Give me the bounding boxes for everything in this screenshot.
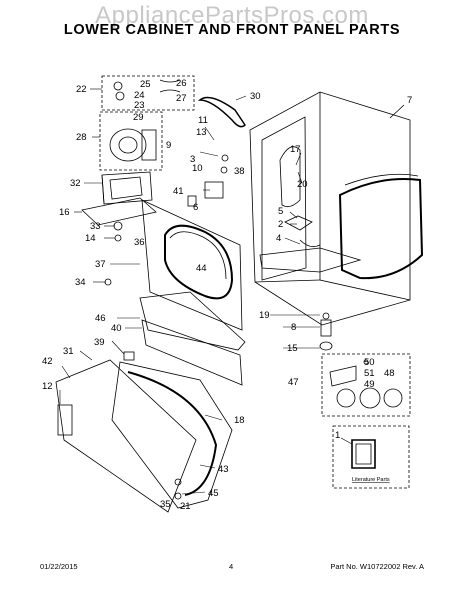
callout-32: 32 <box>70 178 81 189</box>
callout-13: 13 <box>196 127 207 138</box>
toe-kick <box>139 291 246 386</box>
callout-21: 21 <box>180 501 191 512</box>
callout-6: 6 <box>193 202 198 213</box>
callout-24: 24 <box>134 90 145 101</box>
belt <box>197 96 246 128</box>
parts-group-22 <box>101 75 195 111</box>
callout-11: 11 <box>198 115 208 126</box>
callout-45: 45 <box>208 488 219 499</box>
callout-10: 10 <box>192 163 203 174</box>
callout-14: 14 <box>85 233 96 244</box>
callout-29: 29 <box>133 112 144 123</box>
callout-31: 31 <box>63 346 74 357</box>
footer-part-number: Part No. W10722002 Rev. A <box>330 562 424 571</box>
callout-33: 33 <box>90 221 101 232</box>
callout-41: 41 <box>173 186 184 197</box>
callout-1: 1 <box>335 430 340 441</box>
callout-28: 28 <box>76 132 87 143</box>
callout-47: 47 <box>288 377 299 388</box>
callout-51: 51 <box>364 368 375 379</box>
motor-bracket <box>101 171 153 205</box>
callout-44: 44 <box>196 263 207 274</box>
callout-39: 39 <box>94 337 105 348</box>
literature-label: Literature Parts <box>352 477 390 483</box>
callout-25: 25 <box>140 79 151 90</box>
callout-19: 19 <box>259 310 270 321</box>
callout-35: 35 <box>160 499 171 510</box>
callout-17: 17 <box>290 144 301 155</box>
callout-46: 46 <box>95 313 106 324</box>
callout-27: 27 <box>176 93 187 104</box>
callout-49: 49 <box>364 379 375 390</box>
motor-assembly <box>99 111 163 171</box>
callout-50: 50 <box>364 357 375 368</box>
front-panel-frame <box>141 199 243 331</box>
callout-12: 12 <box>42 381 53 392</box>
callout-42: 42 <box>42 356 53 367</box>
footer-date: 01/22/2015 <box>40 562 78 571</box>
page-title: LOWER CABINET AND FRONT PANEL PARTS <box>63 22 401 38</box>
footer-page: 4 <box>229 562 234 571</box>
callout-8: 8 <box>291 322 296 333</box>
callout-26: 26 <box>176 78 187 89</box>
callout-43: 43 <box>218 464 229 475</box>
cabinet <box>249 91 424 326</box>
callout-5: 5 <box>278 206 283 217</box>
callout-38: 38 <box>234 166 245 177</box>
callout-20: 20 <box>297 179 308 190</box>
exhaust-assembly <box>321 353 411 417</box>
callout-4: 4 <box>276 233 281 244</box>
base-plate <box>81 197 157 226</box>
callout-34: 34 <box>75 277 86 288</box>
callout-36: 36 <box>134 237 145 248</box>
callout-23: 23 <box>134 100 145 111</box>
callout-18: 18 <box>234 415 245 426</box>
hardware-parts <box>104 154 333 500</box>
callout-7: 7 <box>407 95 412 106</box>
door <box>55 359 233 513</box>
callout-37: 37 <box>95 259 106 270</box>
watermark: AppliancePartsPros.com <box>95 2 369 29</box>
literature-parts <box>332 425 410 489</box>
callout-40: 40 <box>111 323 122 334</box>
callout-16: 16 <box>59 207 70 218</box>
callout-3: 3 <box>190 154 195 165</box>
callout-15: 15 <box>287 343 298 354</box>
callout-48: 48 <box>384 368 395 379</box>
callout-22: 22 <box>76 84 87 95</box>
callout-30: 30 <box>250 91 261 102</box>
callout-2: 2 <box>278 219 283 230</box>
callout-9: 9 <box>166 140 171 151</box>
